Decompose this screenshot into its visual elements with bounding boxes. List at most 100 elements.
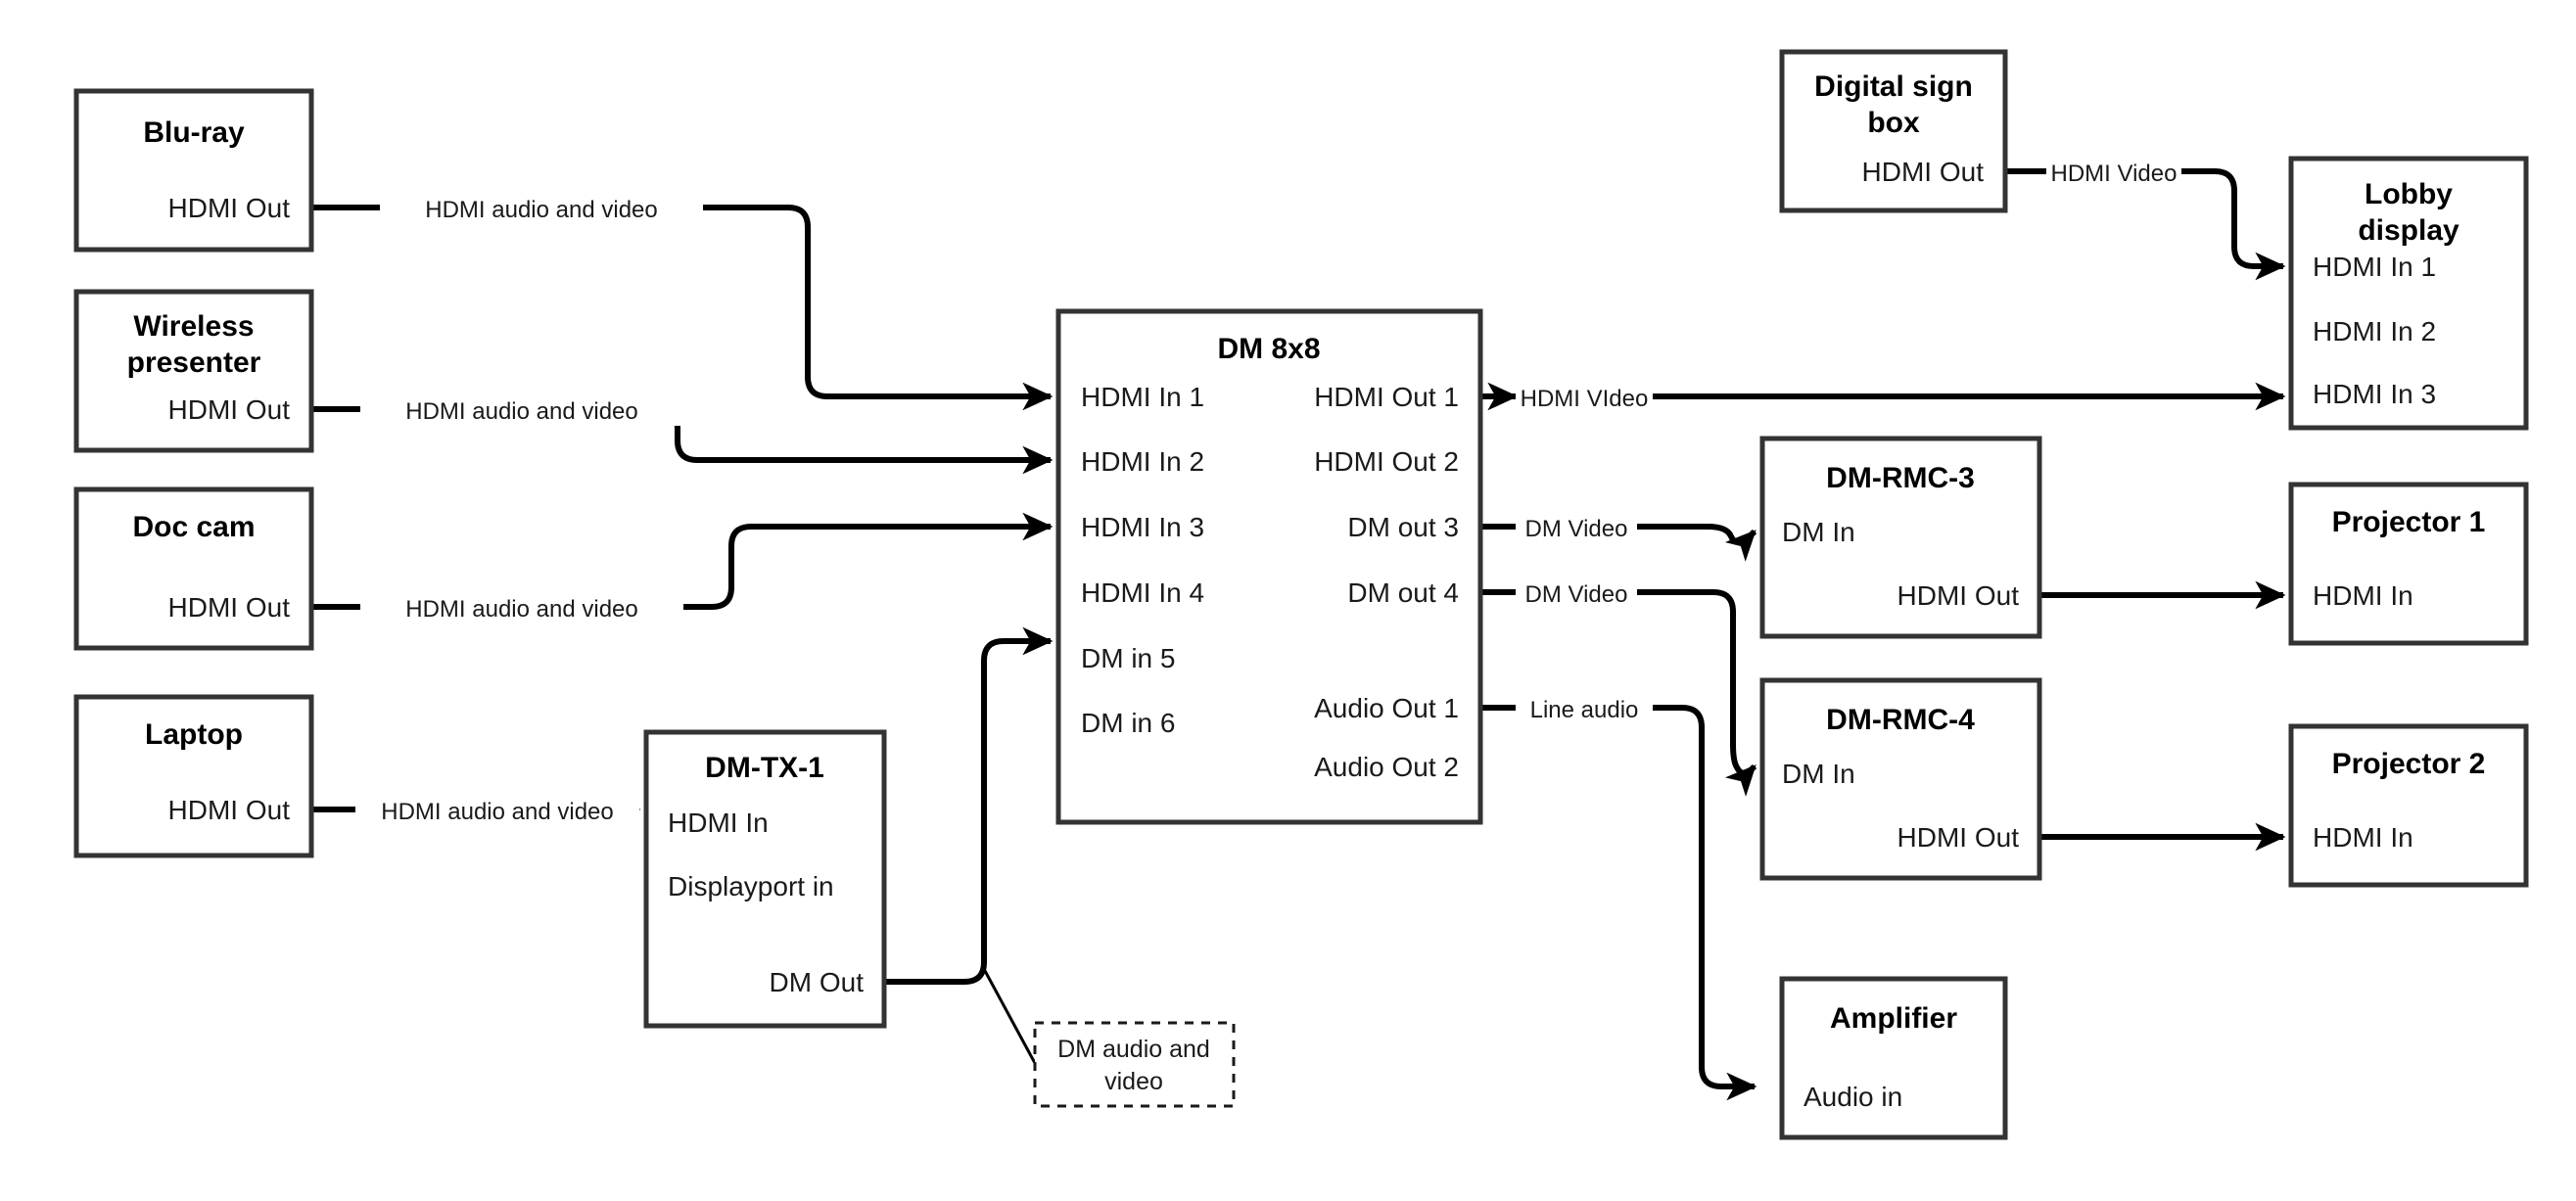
callout-text-line1: DM audio and	[1057, 1036, 1210, 1063]
edge-label-bg-audio1	[1516, 691, 1653, 724]
wire-dm8x8-out4-to-rmc4	[1637, 589, 1757, 797]
node-dm-rmc-3-port-hdmi-out: HDMI Out	[1897, 580, 2020, 611]
edge-label-dm8x8-out4-to-rmc4: DM Video	[1525, 581, 1628, 608]
node-laptop[interactable]: Laptop HDMI Out	[73, 694, 314, 858]
node-digital-sign-box-title-line2: box	[1867, 107, 1920, 139]
node-lobby-display-box[interactable]	[2288, 156, 2529, 431]
node-wireless-presenter[interactable]: Wireless presenter HDMI Out	[73, 289, 314, 453]
wire-sign-to-lobby	[2181, 168, 2286, 281]
node-wireless-presenter-title-line2: presenter	[127, 346, 261, 379]
edge-label-group: HDMI audio and video HDMI audio and vide…	[355, 155, 2181, 826]
node-laptop-box[interactable]	[73, 694, 314, 858]
node-doc-cam[interactable]: Doc cam HDMI Out	[73, 486, 314, 651]
node-dm-tx-1[interactable]: DM-TX-1 HDMI In Displayport in DM Out	[643, 729, 887, 1029]
node-dm-8x8-input-hdmi-in-4: HDMI In 4	[1081, 577, 1204, 608]
node-bluray-title: Blu-ray	[143, 116, 245, 149]
node-doc-cam-port-hdmi-out: HDMI Out	[168, 592, 291, 623]
node-dm-rmc-4[interactable]: DM-RMC-4 DM In HDMI Out	[1759, 677, 2042, 881]
node-dm-tx-1-title: DM-TX-1	[705, 752, 824, 784]
node-projector-1[interactable]: Projector 1 HDMI In	[2288, 482, 2529, 646]
node-dm-tx-1-port-displayport-in: Displayport in	[668, 871, 834, 901]
node-digital-sign-box-box[interactable]	[1779, 49, 2008, 213]
node-wireless-presenter-port-hdmi-out: HDMI Out	[168, 394, 291, 425]
callout-box	[1033, 1021, 1236, 1108]
node-dm-8x8-box[interactable]	[1055, 308, 1483, 825]
node-dm-8x8-output-dm-out-3: DM out 3	[1347, 512, 1459, 542]
node-dm-tx-1-port-dm-out: DM Out	[770, 967, 865, 997]
node-dm-rmc-3-title: DM-RMC-3	[1826, 462, 1975, 494]
node-bluray-box[interactable]	[73, 88, 314, 253]
edge-label-bg-out1	[1516, 380, 1653, 413]
edge-label-bg-out4	[1516, 576, 1637, 609]
node-dm-rmc-3[interactable]: DM-RMC-3 DM In HDMI Out	[1759, 436, 2042, 639]
node-amplifier-port-audio-in: Audio in	[1803, 1082, 1902, 1112]
edge-label-wireless-to-dm8x8: HDMI audio and video	[405, 398, 637, 425]
node-dm-8x8-output-audio-out-1: Audio Out 1	[1314, 693, 1459, 723]
node-lobby-display-port-hdmi-in-1: HDMI In 1	[2313, 252, 2436, 282]
node-dm-rmc-4-box[interactable]	[1759, 677, 2042, 881]
node-dm-8x8-title: DM 8x8	[1217, 333, 1320, 365]
node-dm-8x8-output-hdmi-out-1: HDMI Out 1	[1314, 382, 1459, 412]
edge-label-dm8x8-out1-to-lobby: HDMI VIdeo	[1521, 386, 1649, 412]
node-wireless-presenter-title-line1: Wireless	[133, 310, 254, 343]
node-laptop-title: Laptop	[145, 718, 243, 751]
wire-dm8x8-audio1-to-amplifier	[1653, 705, 1757, 1101]
node-projector-2-port-hdmi-in: HDMI In	[2313, 822, 2413, 853]
node-dm-rmc-4-title: DM-RMC-4	[1826, 704, 1975, 736]
node-dm-8x8-output-hdmi-out-2: HDMI Out 2	[1314, 446, 1459, 477]
edge-label-bg-wireless	[360, 393, 683, 426]
node-projector-2-title: Projector 2	[2332, 748, 2486, 780]
edge-label-laptop-to-dmtx1: HDMI audio and video	[381, 799, 613, 825]
edge-label-doccam-to-dm8x8: HDMI audio and video	[405, 596, 637, 623]
edge-label-bluray-to-dm8x8: HDMI audio and video	[425, 197, 657, 223]
wire-dm8x8-out3-to-rmc3	[1637, 524, 1757, 562]
node-amplifier-title: Amplifier	[1830, 1002, 1957, 1035]
node-projector-1-port-hdmi-in: HDMI In	[2313, 580, 2413, 611]
node-doc-cam-title: Doc cam	[132, 511, 255, 543]
node-lobby-display[interactable]: Lobby display HDMI In 1 HDMI In 2 HDMI I…	[2288, 156, 2529, 431]
node-digital-sign-box-port-hdmi-out: HDMI Out	[1862, 157, 1985, 187]
node-laptop-port-hdmi-out: HDMI Out	[168, 795, 291, 825]
node-projector-1-title: Projector 1	[2332, 506, 2486, 538]
node-dm-tx-1-box[interactable]	[643, 729, 887, 1029]
node-projector-2-box[interactable]	[2288, 723, 2529, 888]
node-dm-rmc-4-port-dm-in: DM In	[1782, 759, 1855, 789]
node-dm-8x8-output-audio-out-2: Audio Out 2	[1314, 752, 1459, 782]
node-dm-8x8-input-dm-in-6: DM in 6	[1081, 708, 1175, 738]
node-dm-8x8-input-hdmi-in-1: HDMI In 1	[1081, 382, 1204, 412]
node-dm-8x8-input-hdmi-in-3: HDMI In 3	[1081, 512, 1204, 542]
wire-dmtx1-to-dm8x8	[884, 626, 1054, 985]
node-dm-8x8-input-dm-in-5: DM in 5	[1081, 643, 1175, 673]
node-digital-sign-box[interactable]: Digital sign box HDMI Out	[1779, 49, 2008, 213]
node-projector-2[interactable]: Projector 2 HDMI In	[2288, 723, 2529, 888]
node-doc-cam-box[interactable]	[73, 486, 314, 651]
node-dm-rmc-4-port-hdmi-out: HDMI Out	[1897, 822, 2020, 853]
node-dm-rmc-3-box[interactable]	[1759, 436, 2042, 639]
wire-doccam-to-dm8x8	[311, 512, 1054, 610]
node-dm-rmc-3-port-dm-in: DM In	[1782, 517, 1855, 547]
edge-label-sign-to-lobby: HDMI Video	[2051, 161, 2178, 187]
node-lobby-display-port-hdmi-in-3: HDMI In 3	[2313, 379, 2436, 409]
node-dm-8x8-input-hdmi-in-2: HDMI In 2	[1081, 446, 1204, 477]
node-amplifier-box[interactable]	[1779, 976, 2008, 1140]
node-digital-sign-box-title-line1: Digital sign	[1814, 70, 1973, 103]
callout-leader-line	[982, 968, 1038, 1066]
edge-label-bg-out3	[1516, 510, 1637, 543]
node-dm-8x8[interactable]: DM 8x8 HDMI In 1 HDMI In 2 HDMI In 3 HDM…	[1055, 308, 1483, 825]
node-amplifier[interactable]: Amplifier Audio in	[1779, 976, 2008, 1140]
node-wireless-presenter-box[interactable]	[73, 289, 314, 453]
callout-dm-audio-and-video: DM audio and video	[1033, 1021, 1236, 1108]
node-bluray-port-hdmi-out: HDMI Out	[168, 193, 291, 223]
edge-label-dm8x8-out3-to-rmc3: DM Video	[1525, 516, 1628, 542]
node-bluray[interactable]: Blu-ray HDMI Out	[73, 88, 314, 253]
node-lobby-display-title-line2: display	[2358, 214, 2459, 247]
edge-label-bg-sign	[2046, 155, 2181, 188]
edge-label-bg-laptop	[355, 793, 639, 826]
node-dm-tx-1-port-hdmi-in: HDMI In	[668, 808, 769, 838]
edge-label-bg-bluray	[380, 191, 703, 224]
node-lobby-display-port-hdmi-in-2: HDMI In 2	[2313, 316, 2436, 346]
node-lobby-display-title-line1: Lobby	[2365, 178, 2453, 210]
node-projector-1-box[interactable]	[2288, 482, 2529, 646]
